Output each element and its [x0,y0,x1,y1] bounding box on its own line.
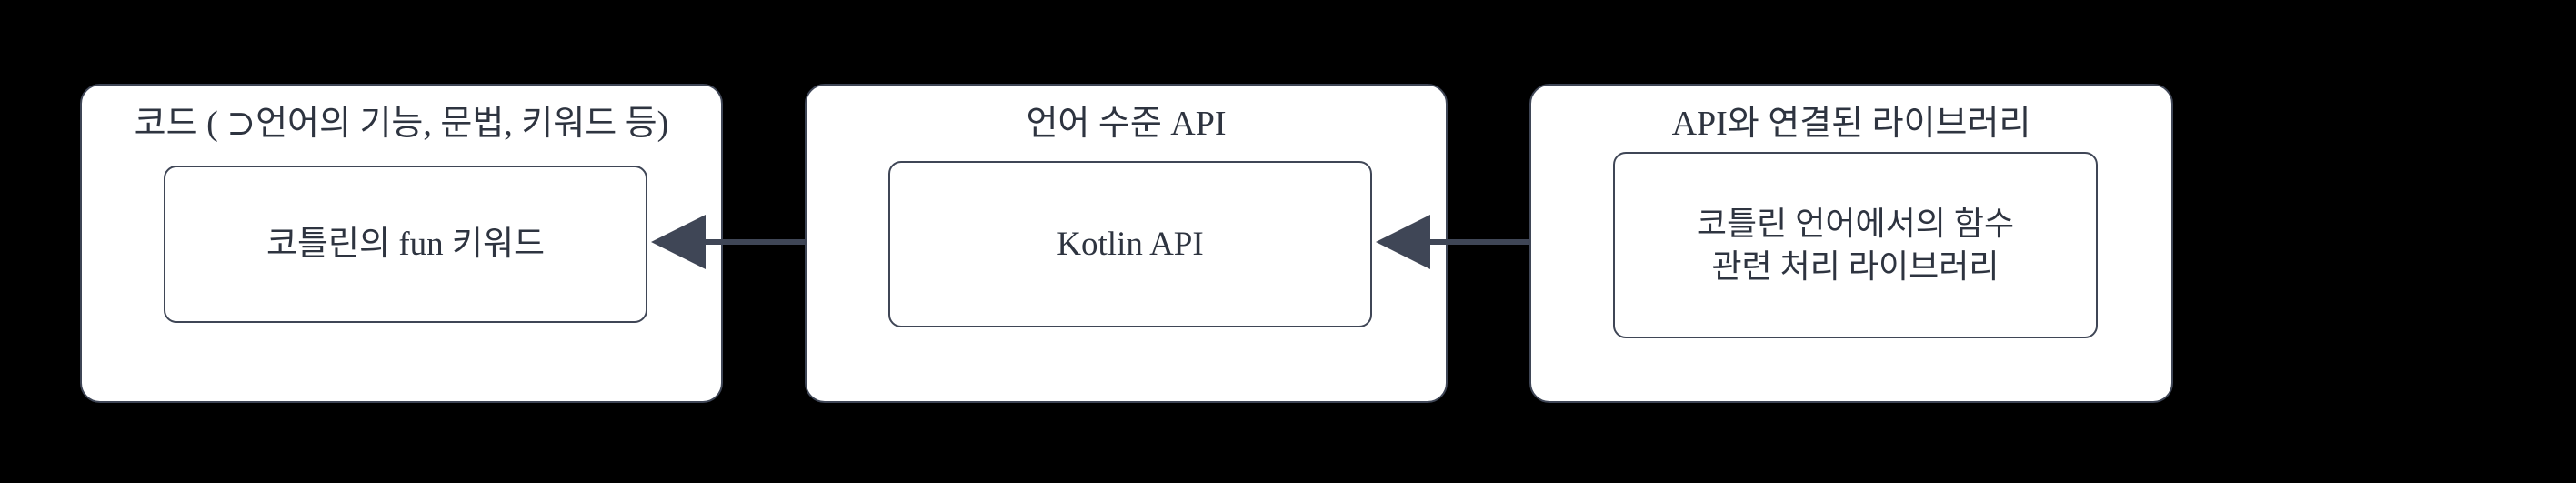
group-box-library-layer[interactable]: API와 연결된 라이브러리 코틀린 언어에서의 함수 관련 처리 라이브러리 [1529,84,2173,403]
group-title-library-layer: API와 연결된 라이브러리 [1671,105,2031,143]
group-box-language-level-api[interactable]: 언어 수준 API Kotlin API [805,84,1448,403]
group-title-code-layer: 코드 ( ⊃언어의 기능, 문법, 키워드 등) [134,105,669,143]
inner-box-kotlin-function-library[interactable]: 코틀린 언어에서의 함수 관련 처리 라이브러리 [1613,152,2098,338]
group-title-language-level-api: 언어 수준 API [1026,105,1227,143]
inner-box-label: 코틀린 언어에서의 함수 관련 처리 라이브러리 [1696,206,2015,285]
inner-box-kotlin-api[interactable]: Kotlin API [888,161,1372,327]
inner-box-label: 코틀린의 fun 키워드 [266,225,546,263]
inner-box-label: Kotlin API [1057,225,1204,263]
group-box-code-layer[interactable]: 코드 ( ⊃언어의 기능, 문법, 키워드 등) 코틀린의 fun 키워드 [80,84,723,403]
inner-box-kotlin-fun-keyword[interactable]: 코틀린의 fun 키워드 [164,166,647,323]
